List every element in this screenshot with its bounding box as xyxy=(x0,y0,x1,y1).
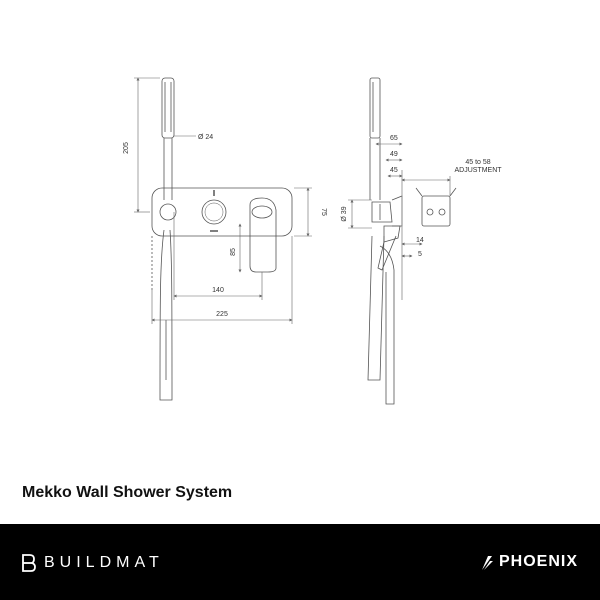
wall-plate xyxy=(151,187,293,237)
dim-width-label: 225 xyxy=(216,311,228,318)
product-title: Mekko Wall Shower System xyxy=(22,484,233,501)
spout xyxy=(249,197,277,273)
phoenix-wing-icon xyxy=(481,556,493,570)
front-dimension-labels: 205 Ø 24 75 85 140 225 xyxy=(123,134,327,318)
dim-spout-label: 85 xyxy=(230,248,237,256)
buildmat-b-icon xyxy=(22,554,36,572)
shower-hose xyxy=(159,229,173,401)
shower-hose-side xyxy=(367,235,385,381)
dim-hose-dia-label: Ø 24 xyxy=(198,134,213,141)
dim-adjust-range-label: 45 to 58 xyxy=(465,159,490,166)
dim-49-label: 49 xyxy=(390,151,398,158)
phoenix-logo: PHOENIX xyxy=(480,553,578,571)
dim-height-label: 205 xyxy=(123,142,130,154)
dim-5-label: 5 xyxy=(418,251,422,258)
dim-outlet-spacing-label: 140 xyxy=(212,287,224,294)
buildmat-logo: BUILDMAT xyxy=(22,554,164,572)
bracket-side xyxy=(371,201,393,223)
valve-body xyxy=(421,195,451,227)
shower-head-side xyxy=(369,77,381,139)
mixer-dial xyxy=(201,199,227,225)
shower-handle xyxy=(163,138,173,200)
technical-drawing: 205 Ø 24 75 85 140 225 xyxy=(123,77,502,405)
front-dimensions xyxy=(134,77,312,324)
dim-dia-label: Ø 39 xyxy=(341,206,348,221)
dim-adjust-word-label: ADJUSTMENT xyxy=(454,167,502,174)
buildmat-wordmark: BUILDMAT xyxy=(44,554,164,571)
dim-65-label: 65 xyxy=(390,135,398,142)
phoenix-wordmark: PHOENIX xyxy=(498,553,578,570)
side-dimension-labels: 65 49 45 45 to 58 ADJUSTMENT Ø 39 14 5 xyxy=(341,135,502,258)
spout-side xyxy=(377,235,397,271)
footer-bar: BUILDMAT PHOENIX xyxy=(0,524,600,600)
side-dimensions xyxy=(348,142,451,258)
dim-45-label: 45 xyxy=(390,167,398,174)
dim-14-label: 14 xyxy=(416,237,424,244)
front-view xyxy=(151,77,293,401)
hand-shower-bracket xyxy=(159,203,177,221)
side-view xyxy=(367,77,457,405)
dim-plate-height-label: 75 xyxy=(320,208,327,216)
shower-head xyxy=(161,77,175,139)
